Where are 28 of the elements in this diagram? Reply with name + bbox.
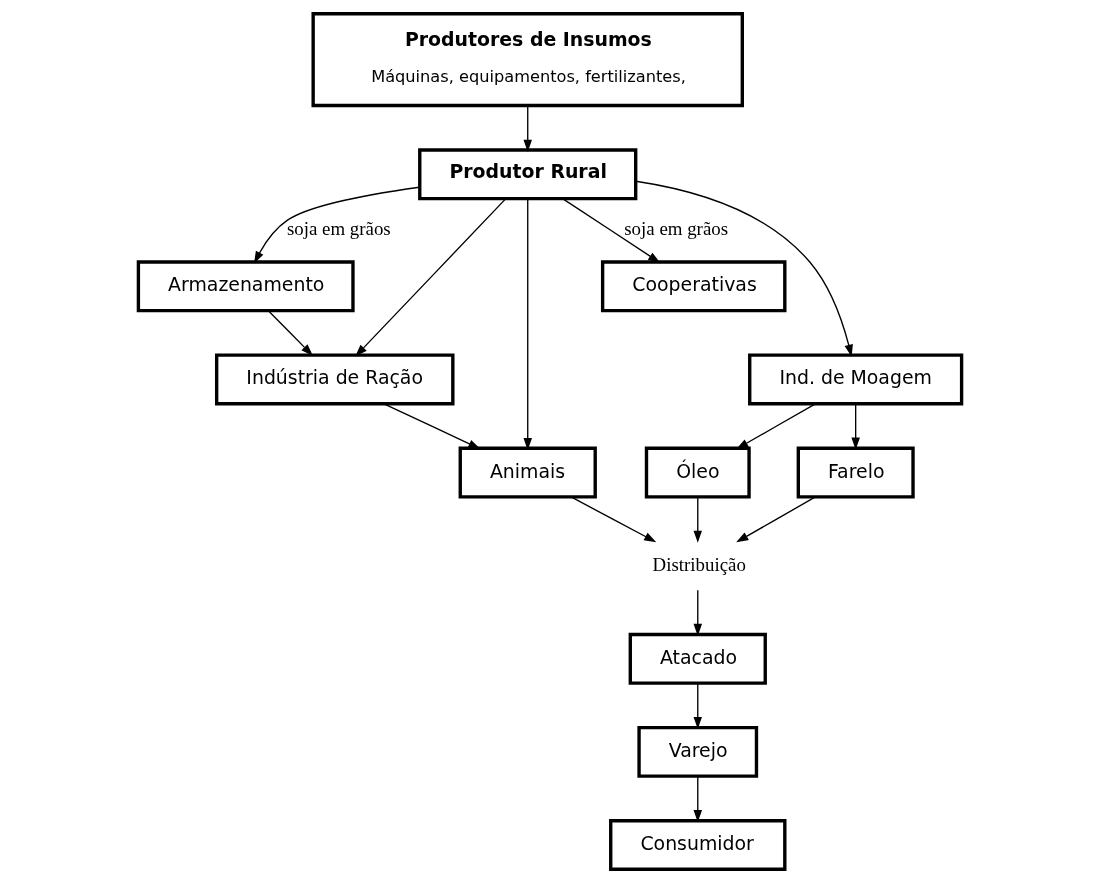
node-box: Produtores de Insumos Máquinas, equipamentos, fertilizantes,	[310, 12, 744, 108]
arrow	[693, 496, 702, 543]
node-box: Varejo	[636, 725, 758, 778]
arrow	[561, 198, 660, 263]
node-text: Distribuição	[652, 553, 746, 575]
node-box: Indústria de Ração	[214, 353, 454, 406]
node-box: Ind. de Moagem	[747, 353, 963, 406]
arrow	[267, 310, 313, 356]
arrow	[522, 105, 532, 152]
node-box: Consumidor	[608, 819, 786, 871]
arrow	[735, 496, 816, 543]
edge-label: soja em grãos	[286, 218, 391, 240]
node-box: Animais	[458, 446, 597, 499]
arrow	[569, 496, 656, 543]
arrow	[634, 180, 853, 357]
arrow	[693, 589, 702, 636]
node-box: Produtor Rural	[417, 148, 637, 201]
node-box: Armazenamento	[136, 260, 355, 313]
arrow	[735, 403, 816, 450]
arrow	[253, 186, 420, 264]
edge-label: soja em grãos	[623, 218, 728, 240]
arrow	[382, 403, 480, 450]
node-box: Óleo	[644, 446, 751, 499]
arrow	[850, 403, 860, 450]
node-box: Farelo	[796, 446, 915, 499]
node-box: Cooperativas	[600, 260, 786, 313]
node-box: Atacado	[628, 632, 767, 685]
arrow	[354, 198, 506, 357]
